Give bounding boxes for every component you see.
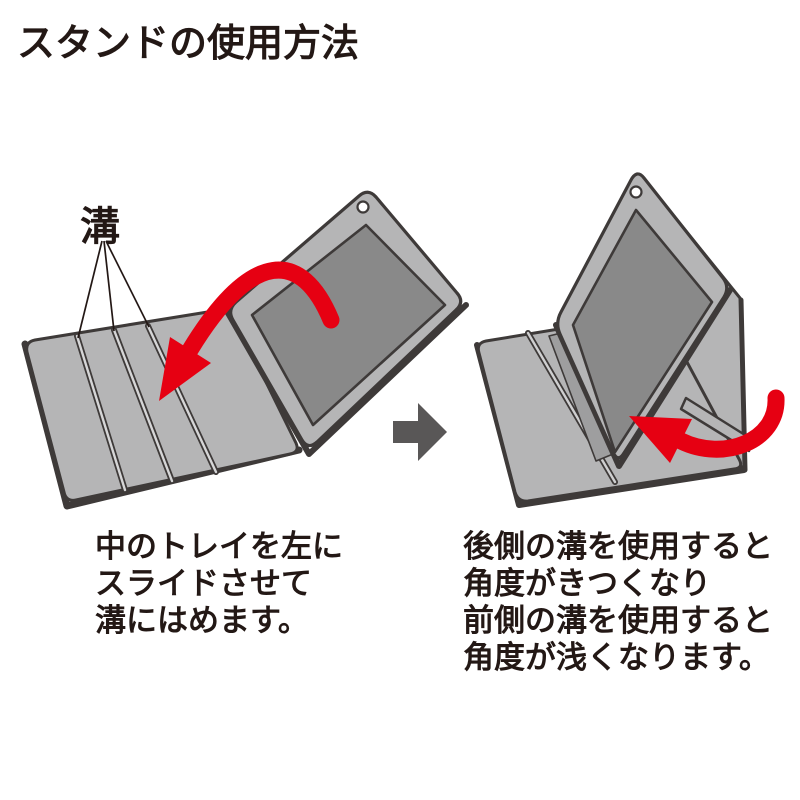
- standing-tablet-screen: [571, 208, 714, 454]
- caption-line: 角度が浅くなります。: [463, 640, 770, 675]
- caption-line: 溝にはめます。: [95, 603, 309, 638]
- caption-line: スライドさせて: [95, 566, 312, 601]
- caption-line: 後側の溝を使用すると: [463, 529, 773, 564]
- next-step-arrow-icon: [393, 403, 447, 461]
- camera-hole-icon: [629, 185, 643, 199]
- groove-label: 溝: [80, 205, 120, 249]
- caption-line: 中のトレイを左に: [95, 529, 343, 564]
- camera-hole-icon: [356, 200, 370, 214]
- groove-slot-highlight: [75, 334, 127, 492]
- step1-illustration: [21, 190, 469, 510]
- groove-pointer-lines: [77, 240, 150, 339]
- caption-line: 前側の溝を使用すると: [463, 603, 773, 638]
- groove-slot-highlight: [112, 328, 174, 483]
- rotate-arrow-step2-icon: [629, 389, 785, 463]
- tablet-screen: [250, 223, 447, 427]
- caption-line: 角度がきつくなり: [463, 566, 711, 601]
- step1-caption: 中のトレイを左に スライドさせて 溝にはめます。: [95, 528, 343, 639]
- page-title: スタンドの使用方法: [17, 23, 360, 65]
- step2-illustration: [474, 172, 785, 508]
- groove-slots: [74, 323, 219, 493]
- rotate-arrow-step1-icon: [159, 261, 340, 401]
- groove-slot-highlight: [146, 324, 218, 474]
- step2-caption: 後側の溝を使用すると 角度がきつくなり 前側の溝を使用すると 角度が浅くなります…: [463, 528, 773, 676]
